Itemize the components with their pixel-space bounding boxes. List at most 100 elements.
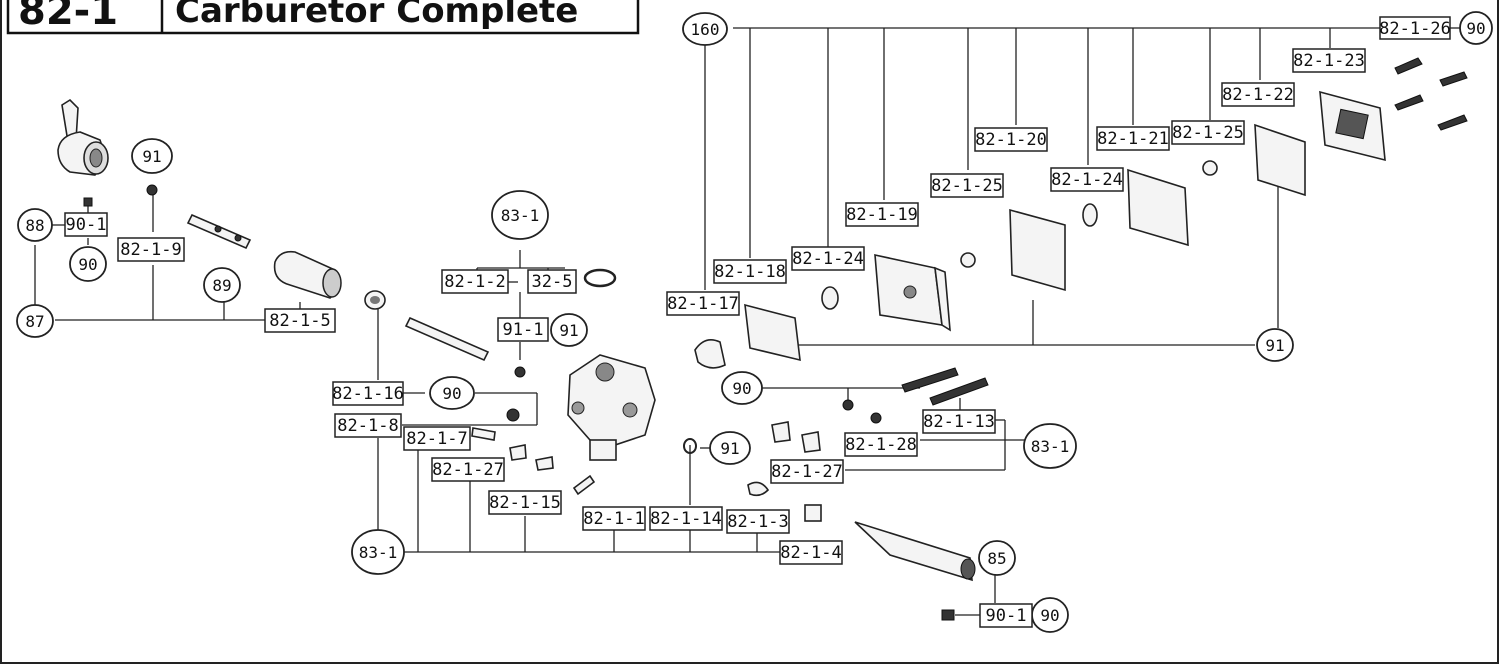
label-82-1-3: 82-1-3: [726, 509, 790, 534]
label-83-1-bottom: 83-1: [351, 529, 405, 575]
label-82-1-13: 82-1-13: [922, 409, 996, 434]
label-82-1-17: 82-1-17: [666, 291, 740, 316]
svg-text:82-1-24: 82-1-24: [1051, 170, 1123, 190]
svg-text:83-1: 83-1: [501, 206, 540, 225]
needle-jet-part: [572, 474, 596, 496]
small-spring-part: [146, 184, 158, 196]
svg-text:82-1-1: 82-1-1: [583, 509, 644, 529]
svg-text:88: 88: [25, 216, 44, 235]
svg-text:82-1-14: 82-1-14: [650, 509, 722, 529]
svg-text:82-1-19: 82-1-19: [846, 205, 918, 225]
svg-text:89: 89: [212, 276, 231, 295]
svg-text:82-1-24: 82-1-24: [792, 249, 864, 269]
top-cover-part: [1319, 90, 1386, 162]
label-82-1-19: 82-1-19: [845, 202, 919, 227]
label-90-mid: 90: [721, 371, 763, 405]
label-89: 89: [203, 267, 241, 303]
part-illustrations: [57, 57, 1468, 621]
label-82-1-22: 82-1-22: [1221, 82, 1295, 107]
svg-text:82-1-7: 82-1-7: [406, 429, 467, 449]
label-82-1-2: 82-1-2: [441, 269, 509, 294]
label-90-top-right: 90: [1459, 11, 1493, 45]
label-87: 87: [16, 304, 54, 338]
svg-text:90: 90: [732, 379, 751, 398]
label-91-1: 91-1: [497, 317, 549, 342]
metering-needle-part: [1082, 203, 1098, 227]
plug-b-part: [801, 431, 821, 453]
label-82-1-9: 82-1-9: [117, 237, 185, 262]
svg-text:82-1-13: 82-1-13: [923, 412, 995, 432]
label-88: 88: [17, 208, 53, 242]
label-82-1-25-a: 82-1-25: [1171, 120, 1245, 145]
leader-lines: [34, 27, 1460, 616]
label-82-1-23: 82-1-23: [1292, 48, 1366, 73]
svg-text:82-1-27: 82-1-27: [432, 460, 504, 480]
nut-part: [804, 504, 822, 522]
svg-text:91: 91: [142, 147, 161, 166]
small-ring-part: [683, 438, 697, 454]
inlet-valve-part: [960, 252, 976, 268]
check-valve-part: [694, 339, 726, 369]
section-code: 82-1: [18, 0, 118, 34]
label-83-1-right: 83-1: [1023, 423, 1077, 469]
long-screws-part: [901, 367, 989, 406]
label-82-1-18: 82-1-18: [713, 259, 787, 284]
svg-text:82-1-20: 82-1-20: [975, 130, 1047, 150]
label-82-1-26: 82-1-26: [1379, 16, 1451, 40]
label-91-a: 91: [131, 138, 173, 174]
cover-screws-part: [1394, 57, 1468, 131]
svg-text:83-1: 83-1: [1031, 437, 1070, 456]
svg-text:90: 90: [78, 255, 97, 274]
label-82-1-8: 82-1-8: [334, 413, 402, 438]
label-82-1-27-b: 82-1-27: [770, 459, 844, 484]
outlet-valve-part: [1202, 160, 1218, 176]
label-83-1-top: 83-1: [491, 190, 549, 240]
svg-text:82-1-16: 82-1-16: [332, 384, 404, 404]
svg-text:82-1-4: 82-1-4: [780, 543, 841, 563]
label-82-1-21: 82-1-21: [1096, 126, 1170, 151]
label-90-c: 90: [1031, 597, 1069, 633]
pump-body-part: [874, 253, 951, 332]
label-82-1-1: 82-1-1: [582, 506, 646, 531]
jet-screw-part: [471, 427, 496, 441]
cover-gasket-part: [1254, 123, 1306, 197]
plug-a-part: [771, 421, 791, 443]
label-82-1-20: 82-1-20: [974, 127, 1048, 152]
svg-text:91: 91: [720, 439, 739, 458]
label-82-1-24-a: 82-1-24: [1050, 167, 1124, 192]
washer-part: [506, 408, 520, 422]
svg-text:82-1-25: 82-1-25: [1172, 123, 1244, 143]
label-160: 160: [682, 12, 728, 46]
label-82-1-14: 82-1-14: [649, 506, 723, 531]
label-82-1-25-b: 82-1-25: [930, 173, 1004, 198]
svg-text:82-1-9: 82-1-9: [120, 240, 181, 260]
washer-a-part: [842, 399, 854, 411]
svg-text:87: 87: [25, 312, 44, 331]
svg-text:90: 90: [1466, 19, 1485, 38]
label-91-right: 91: [1256, 328, 1294, 362]
label-82-1-24-b: 82-1-24: [791, 246, 865, 271]
section-title: Carburetor Complete: [175, 0, 578, 31]
svg-text:160: 160: [691, 20, 720, 39]
label-91-b: 91: [550, 313, 588, 347]
o-ring-part: [583, 268, 617, 288]
jet-a-part: [509, 444, 527, 461]
carburetor-body-part: [567, 354, 656, 461]
label-90-b: 90: [429, 376, 475, 410]
label-82-1-7: 82-1-7: [403, 426, 471, 451]
set-screw-part: [83, 197, 93, 207]
svg-text:85: 85: [987, 549, 1006, 568]
label-32-5: 32-5: [527, 269, 577, 294]
plug-part: [364, 290, 386, 310]
metering-cover-part: [1127, 168, 1189, 247]
svg-text:82-1-26: 82-1-26: [1379, 19, 1451, 39]
svg-text:82-1-15: 82-1-15: [489, 493, 561, 513]
svg-text:82-1-5: 82-1-5: [269, 311, 330, 331]
svg-text:32-5: 32-5: [532, 272, 573, 292]
svg-text:82-1-2: 82-1-2: [444, 272, 505, 292]
svg-text:82-1-18: 82-1-18: [714, 262, 786, 282]
svg-text:82-1-22: 82-1-22: [1222, 85, 1294, 105]
label-91-c: 91: [709, 431, 751, 465]
svg-text:83-1: 83-1: [359, 543, 398, 562]
label-85: 85: [978, 540, 1016, 576]
